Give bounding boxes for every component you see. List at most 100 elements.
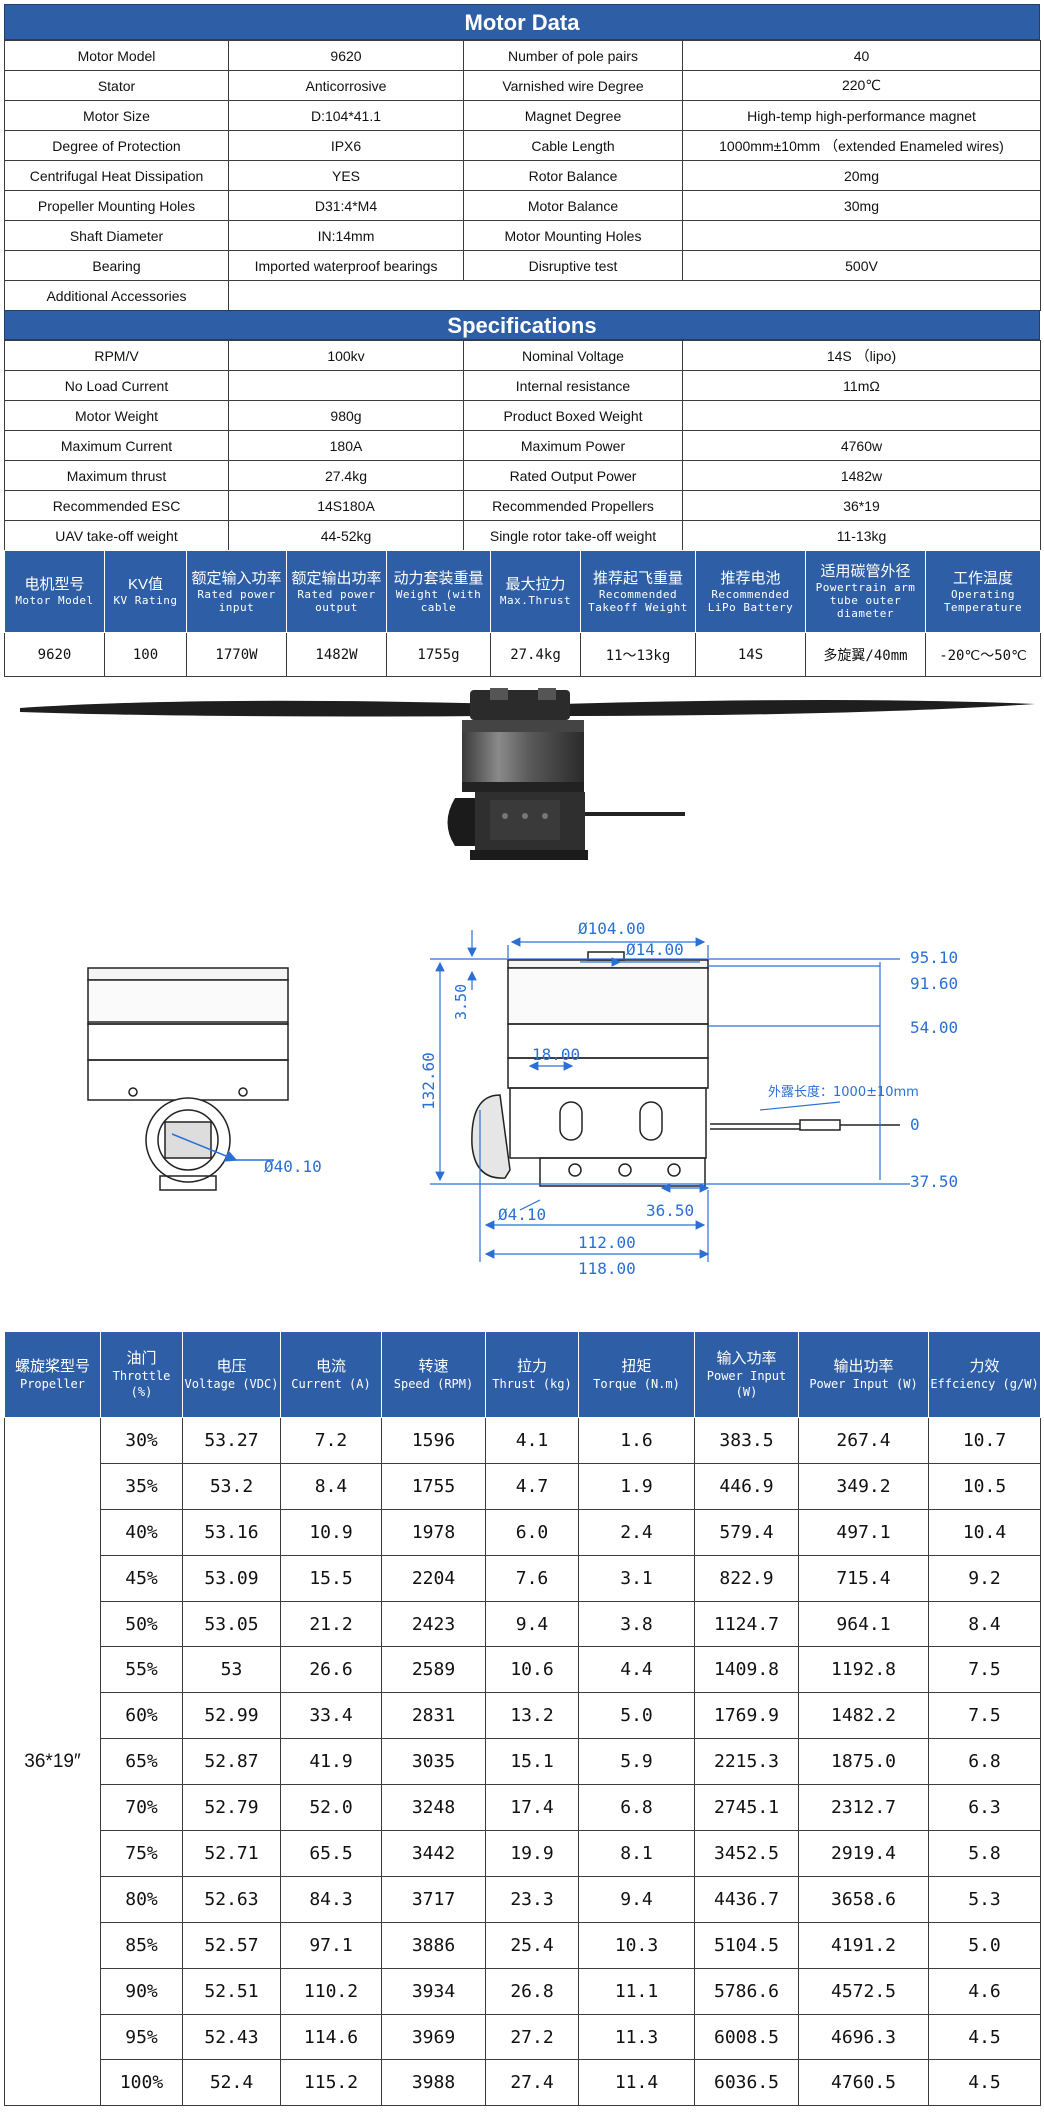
table-cell: 4760.5 — [798, 2059, 929, 2107]
table-cell: 11.1 — [578, 1967, 695, 2015]
header-en: Recommended LiPo Battery — [707, 587, 794, 614]
table-cell: 53.16 — [182, 1508, 281, 1556]
table-cell: 10.4 — [928, 1508, 1041, 1556]
field-value: 20mg — [682, 160, 1041, 191]
table-cell: 2215.3 — [694, 1738, 799, 1786]
dim-d14: Ø14.00 — [626, 940, 684, 959]
header-cn: 工作温度 — [952, 569, 1013, 587]
header-cn: 转速 — [418, 1357, 449, 1375]
table-cell: 10.9 — [280, 1508, 382, 1556]
field-value: 100kv — [228, 340, 464, 371]
table-cell: 1192.8 — [798, 1646, 929, 1694]
field-value: 1000mm±10mm （extended Enameled wires) — [682, 130, 1041, 161]
header-en: Current (A) — [291, 1376, 371, 1391]
table-cell: 19.9 — [485, 1830, 579, 1877]
field-value: 9620 — [228, 40, 464, 71]
table-cell: 10.6 — [485, 1646, 579, 1694]
table-cell: 53.27 — [182, 1417, 281, 1464]
table-cell: 40% — [100, 1508, 183, 1556]
table-cell: 90% — [100, 1967, 183, 2015]
field-label: Maximum Power — [463, 430, 683, 461]
table-cell: 5.9 — [578, 1738, 695, 1786]
table-cell: 52.57 — [182, 1921, 281, 1969]
table-cell: 110.2 — [280, 1967, 382, 2015]
field-value: YES — [228, 160, 464, 191]
field-label: No Load Current — [4, 370, 229, 401]
field-value: 36*19 — [682, 490, 1041, 521]
header-en: Voltage (VDC) — [184, 1376, 279, 1391]
field-value — [228, 370, 464, 401]
table-cell: 446.9 — [694, 1462, 799, 1510]
field-label: Degree of Protection — [4, 130, 229, 161]
table-cell: 2.4 — [578, 1508, 695, 1556]
dim-w11800: 118.00 — [578, 1259, 636, 1278]
table-cell: 267.4 — [798, 1417, 929, 1464]
table-cell: 4572.5 — [798, 1967, 929, 2015]
header-cn: 输入功率 — [716, 1349, 777, 1367]
field-value: 500V — [682, 250, 1041, 281]
field-label: Motor Weight — [4, 400, 229, 431]
table-cell: 35% — [100, 1462, 183, 1510]
field-label: Stator — [4, 70, 229, 101]
field-value: 11-13kg — [682, 520, 1041, 551]
table-cell: -20℃～50℃ — [925, 632, 1041, 677]
header-cn: 扭矩 — [621, 1357, 652, 1375]
field-label: Motor Balance — [463, 190, 683, 221]
dim-w3650: 36.50 — [646, 1201, 694, 1220]
header-en: Rated power input — [197, 587, 276, 614]
header-en: Operating Temperature — [943, 587, 1023, 614]
table-cell: 25.4 — [485, 1921, 579, 1969]
dim-cable: 外露长度：1000±10mm — [768, 1084, 919, 1100]
table-cell: 1755g — [386, 632, 491, 677]
table-cell: 114.6 — [280, 2013, 382, 2061]
table-cell: 70% — [100, 1784, 183, 1832]
table-cell: 52.71 — [182, 1830, 281, 1877]
table-cell: 27.4kg — [490, 632, 581, 677]
table-cell: 8.4 — [928, 1600, 1041, 1648]
technical-drawing: Ø40.10 — [87, 919, 958, 1278]
field-label: Internal resistance — [463, 370, 683, 401]
field-value: 180A — [228, 430, 464, 461]
table-cell: 4191.2 — [798, 1921, 929, 1969]
header-cn: 电压 — [216, 1357, 247, 1375]
table-cell: 41.9 — [280, 1738, 382, 1786]
table-cell: 964.1 — [798, 1600, 929, 1648]
field-label: Bearing — [4, 250, 229, 281]
table-cell: 1755 — [381, 1462, 486, 1510]
table-cell: 30% — [100, 1417, 183, 1464]
table-cell: 4696.3 — [798, 2013, 929, 2061]
front-view — [471, 951, 900, 1187]
header-en: Propeller — [19, 1376, 86, 1391]
field-label: Varnished wire Degree — [463, 70, 683, 101]
dim-h9160: 91.60 — [910, 974, 958, 993]
table-cell: 53 — [182, 1646, 281, 1694]
field-label: Nominal Voltage — [463, 340, 683, 371]
table-cell: 60% — [100, 1692, 183, 1740]
field-value — [682, 400, 1041, 431]
table-cell: 5.8 — [928, 1830, 1041, 1877]
table-cell: 9.4 — [578, 1875, 695, 1923]
motor-data-title: Motor Data — [4, 4, 1040, 40]
dim-h13260: 132.60 — [419, 1052, 438, 1110]
header-en: Power Input (W) — [706, 1368, 787, 1399]
table-cell: 2204 — [381, 1554, 486, 1602]
